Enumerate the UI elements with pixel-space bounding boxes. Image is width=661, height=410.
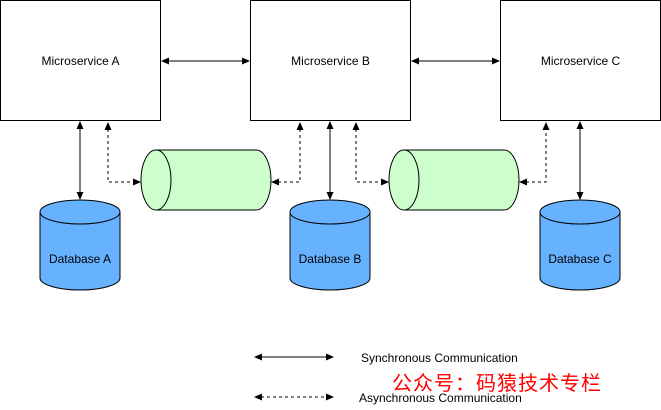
database-a-label: Database A [49,252,111,266]
microservice-c-label: Microservice C [541,54,621,68]
database-b: Database B [289,199,371,291]
database-c: Database C [539,199,621,291]
microservice-c: Microservice C [500,0,661,121]
microservice-b: Microservice B [250,0,411,121]
legend-async-label: Asynchronous Communication [359,391,522,405]
async-arrow-queue2-c [519,122,550,186]
legend-sync-label: Synchronous Communication [361,351,518,365]
message-queue-1 [140,149,272,211]
legend: Synchronous Communication Asynchronous C… [254,351,522,405]
async-arrow-queue1-b [271,122,304,186]
microservice-a-label: Microservice A [41,54,119,68]
microservice-a: Microservice A [0,0,161,121]
async-arrow-b-queue2 [352,122,389,186]
database-a: Database A [39,199,121,291]
database-c-label: Database C [548,252,612,266]
watermark: 公众号：码猿技术专栏 [392,371,602,395]
message-queue-2 [388,149,520,211]
async-arrow-a-queue1 [104,122,141,186]
microservice-b-label: Microservice B [291,54,370,68]
database-b-label: Database B [299,252,362,266]
